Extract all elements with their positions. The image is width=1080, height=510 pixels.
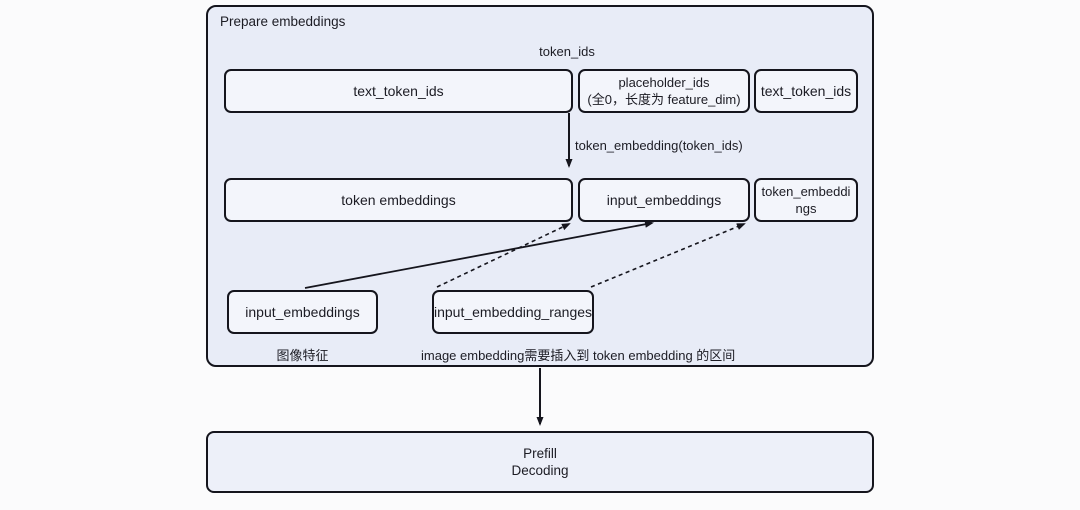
- node-image-input-embeddings: input_embeddings: [227, 290, 378, 334]
- node-token-embeddings: token embeddings: [224, 178, 573, 222]
- prefill-decoding-box: Prefill Decoding: [206, 431, 874, 493]
- node-sublabel: (全0，长度为 feature_dim): [587, 92, 741, 107]
- node-label: input_embeddings: [606, 191, 722, 208]
- node-label: text_token_ids: [353, 82, 444, 99]
- node-input-embeddings-mid: input_embeddings: [578, 178, 750, 222]
- node-text-token-ids-left: text_token_ids: [224, 69, 573, 113]
- panel-title: Prepare embeddings: [220, 14, 346, 29]
- caption-embedding-range: image embedding需要插入到 token embedding 的区间: [421, 348, 736, 363]
- node-label: placeholder_ids: [618, 75, 710, 90]
- node-token-embeddings-right: token_embeddings: [754, 178, 858, 222]
- token-embedding-call-label: token_embedding(token_ids): [575, 138, 743, 153]
- caption-image-feature: 图像特征: [276, 348, 329, 363]
- node-label: token embeddings: [341, 191, 456, 208]
- prepare-embeddings-panel: Prepare embeddings token_ids text_token_…: [206, 5, 874, 367]
- node-label: input_embeddings: [245, 303, 360, 320]
- token-ids-label: token_ids: [539, 44, 595, 59]
- node-text-token-ids-right: text_token_ids: [754, 69, 858, 113]
- node-placeholder-ids: placeholder_ids (全0，长度为 feature_dim): [578, 69, 750, 113]
- prefill-label: Prefill: [523, 446, 557, 461]
- node-input-embedding-ranges: input_embedding_ranges: [432, 290, 594, 334]
- node-label: token_embeddings: [761, 184, 851, 216]
- node-label: text_token_ids: [760, 82, 852, 99]
- decoding-label: Decoding: [511, 463, 569, 478]
- node-label: input_embedding_ranges: [434, 303, 593, 320]
